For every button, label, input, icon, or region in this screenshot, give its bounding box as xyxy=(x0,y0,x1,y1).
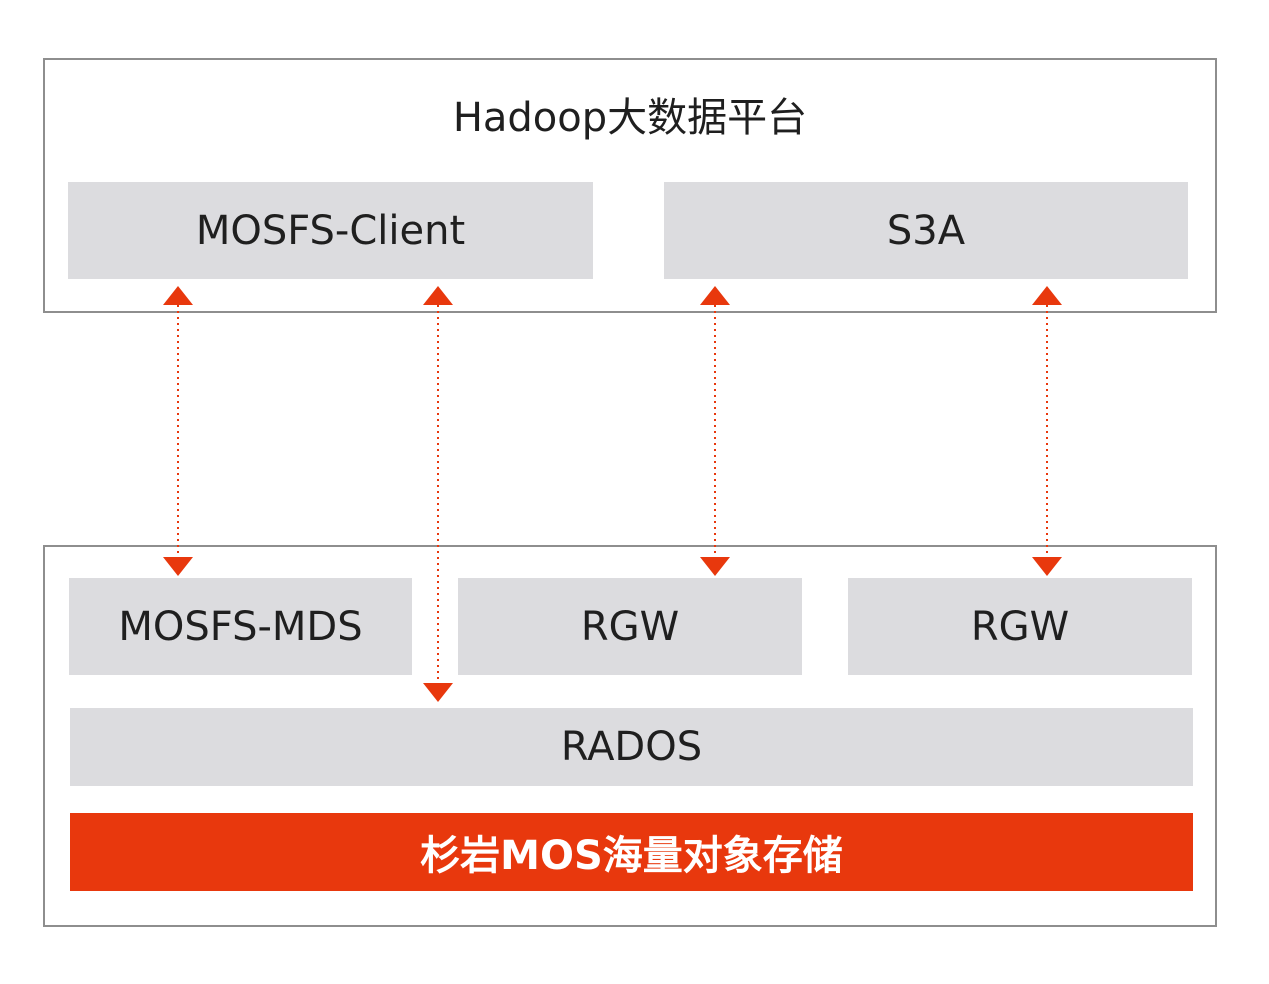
arrow-s3a-rgw-2 xyxy=(1032,286,1062,576)
mosfs-client-box: MOSFS-Client xyxy=(68,182,593,279)
s3a-box: S3A xyxy=(664,182,1188,279)
mos-storage-banner: 杉岩MOS海量对象存储 xyxy=(70,813,1193,891)
rgw-box-1: RGW xyxy=(458,578,802,675)
arrow-client-mds xyxy=(163,286,193,576)
rgw-box-2: RGW xyxy=(848,578,1192,675)
mosfs-mds-box: MOSFS-MDS xyxy=(69,578,412,675)
arrow-client-rados xyxy=(423,286,453,702)
arrow-s3a-rgw-1 xyxy=(700,286,730,576)
rados-box: RADOS xyxy=(70,708,1193,786)
platform-title: Hadoop大数据平台 xyxy=(452,95,808,141)
